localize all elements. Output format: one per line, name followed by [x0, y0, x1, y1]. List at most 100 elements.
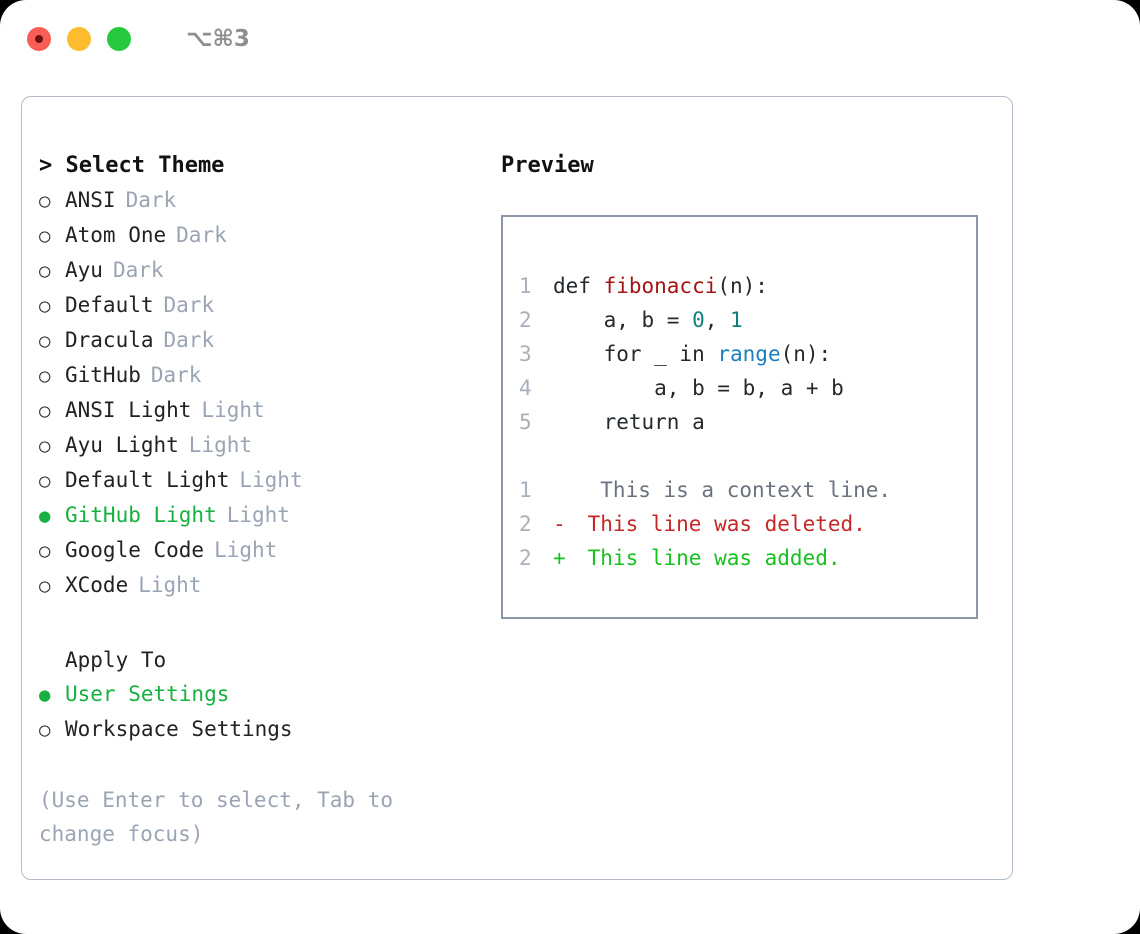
theme-option-label: GitHub: [65, 363, 141, 387]
keyboard-shortcut-label: ⌥⌘3: [186, 26, 250, 52]
radio-unselected-icon: ○: [39, 540, 51, 562]
code-text: a, b = 0, 1: [553, 303, 743, 337]
theme-option-label: Default Light: [65, 468, 230, 492]
apply-to-heading: Apply To: [65, 648, 167, 672]
diff-line: 1 This is a context line.: [519, 473, 968, 507]
theme-variant-badge: Light: [214, 538, 278, 562]
radio-unselected-icon: ○: [39, 190, 51, 212]
diff-line: 2- This line was deleted.: [519, 507, 968, 541]
line-number: 5: [519, 410, 532, 434]
radio-unselected-icon: ○: [39, 260, 51, 282]
radio-unselected-icon: ○: [39, 435, 51, 457]
radio-unselected-icon: ○: [39, 225, 51, 247]
line-number: 3: [519, 342, 532, 366]
line-number: 4: [519, 376, 532, 400]
theme-option-github-light[interactable]: ● GitHub Light Light: [39, 498, 479, 533]
apply-to-option-label: Workspace Settings: [65, 717, 293, 741]
code-token: 1: [730, 308, 743, 332]
diff-text: This is a context line.: [575, 478, 892, 502]
code-token: 0: [692, 308, 705, 332]
theme-option-label: Default: [65, 293, 154, 317]
keyboard-hint-text: (Use Enter to select, Tab to change focu…: [39, 788, 394, 846]
code-token: return a: [553, 410, 705, 434]
theme-option-label: Dracula: [65, 328, 154, 352]
close-window-button[interactable]: [27, 27, 51, 51]
theme-option-ayu[interactable]: ○ Ayu Dark: [39, 253, 479, 288]
maximize-window-button[interactable]: [107, 27, 131, 51]
diff-text: This line was deleted.: [575, 512, 866, 536]
line-number: 2: [519, 308, 532, 332]
select-theme-heading: > Select Theme: [39, 153, 225, 178]
apply-to-option-workspace-settings[interactable]: ○ Workspace Settings: [39, 712, 479, 747]
code-token: for _ in: [553, 342, 718, 366]
title-bar: ⌥⌘3: [0, 0, 1140, 78]
apply-to-option-user-settings[interactable]: ● User Settings: [39, 677, 479, 712]
line-number: 2: [519, 512, 532, 536]
theme-option-ansi[interactable]: ○ ANSI Dark: [39, 183, 479, 218]
diff-sample: 1 This is a context line.2- This line wa…: [519, 473, 968, 575]
diff-text: This line was added.: [575, 546, 841, 570]
radio-unselected-icon: ○: [39, 330, 51, 352]
radio-unselected-icon: ○: [39, 295, 51, 317]
apply-to-list: ● User Settings ○ Workspace Settings: [39, 677, 479, 747]
theme-variant-badge: Dark: [150, 363, 202, 387]
radio-unselected-icon: ○: [39, 719, 51, 741]
radio-unselected-icon: ○: [39, 575, 51, 597]
theme-variant-badge: Dark: [163, 328, 215, 352]
code-line: 2 a, b = 0, 1: [519, 303, 968, 337]
theme-option-label: Ayu: [65, 258, 103, 282]
radio-selected-icon: ●: [39, 684, 51, 706]
radio-unselected-icon: ○: [39, 400, 51, 422]
theme-option-dracula[interactable]: ○ Dracula Dark: [39, 323, 479, 358]
theme-option-label: GitHub Light: [65, 503, 217, 527]
diff-marker: [553, 473, 575, 507]
theme-option-ansi-light[interactable]: ○ ANSI Light Light: [39, 393, 479, 428]
traffic-light-group: [27, 27, 131, 51]
code-token: (n):: [780, 342, 832, 366]
code-token: a, b =: [553, 308, 693, 332]
apply-to-section: Apply To ● User Settings ○ Workspace Settin…: [39, 643, 479, 747]
preview-heading: Preview: [501, 153, 594, 178]
theme-option-label: Atom One: [65, 223, 167, 247]
theme-variant-badge: Dark: [176, 223, 227, 247]
radio-unselected-icon: ○: [39, 365, 51, 387]
theme-option-atom-one[interactable]: ○ Atom One Dark: [39, 218, 479, 253]
theme-variant-badge: Light: [226, 503, 290, 527]
line-number: 1: [519, 478, 532, 502]
diff-marker: +: [553, 546, 566, 570]
theme-option-label: ANSI: [65, 188, 116, 212]
code-token: (n):: [717, 274, 768, 298]
code-line: 4 a, b = b, a + b: [519, 371, 968, 405]
code-text: return a: [553, 405, 705, 439]
theme-option-default[interactable]: ○ Default Dark: [39, 288, 479, 323]
code-line: 5 return a: [519, 405, 968, 439]
code-token: range: [717, 342, 781, 366]
theme-variant-badge: Light: [201, 398, 265, 422]
diff-marker: -: [553, 512, 566, 536]
theme-option-label: Ayu Light: [65, 433, 179, 457]
minimize-window-button[interactable]: [67, 27, 91, 51]
theme-option-default-light[interactable]: ○ Default Light Light: [39, 463, 479, 498]
theme-variant-badge: Dark: [112, 258, 164, 282]
diff-line: 2+ This line was added.: [519, 541, 968, 575]
theme-variant-badge: Light: [239, 468, 303, 492]
line-number: 1: [519, 274, 532, 298]
theme-variant-badge: Dark: [163, 293, 215, 317]
apply-to-option-label: User Settings: [65, 682, 230, 706]
theme-variant-badge: Dark: [125, 188, 177, 212]
code-text: def fibonacci(n):: [553, 269, 768, 303]
radio-selected-icon: ●: [39, 505, 51, 527]
theme-option-github[interactable]: ○ GitHub Dark: [39, 358, 479, 393]
code-token: def: [553, 274, 604, 298]
theme-option-label: ANSI Light: [65, 398, 192, 422]
code-line: 3 for _ in range(n):: [519, 337, 968, 371]
radio-unselected-icon: ○: [39, 470, 51, 492]
